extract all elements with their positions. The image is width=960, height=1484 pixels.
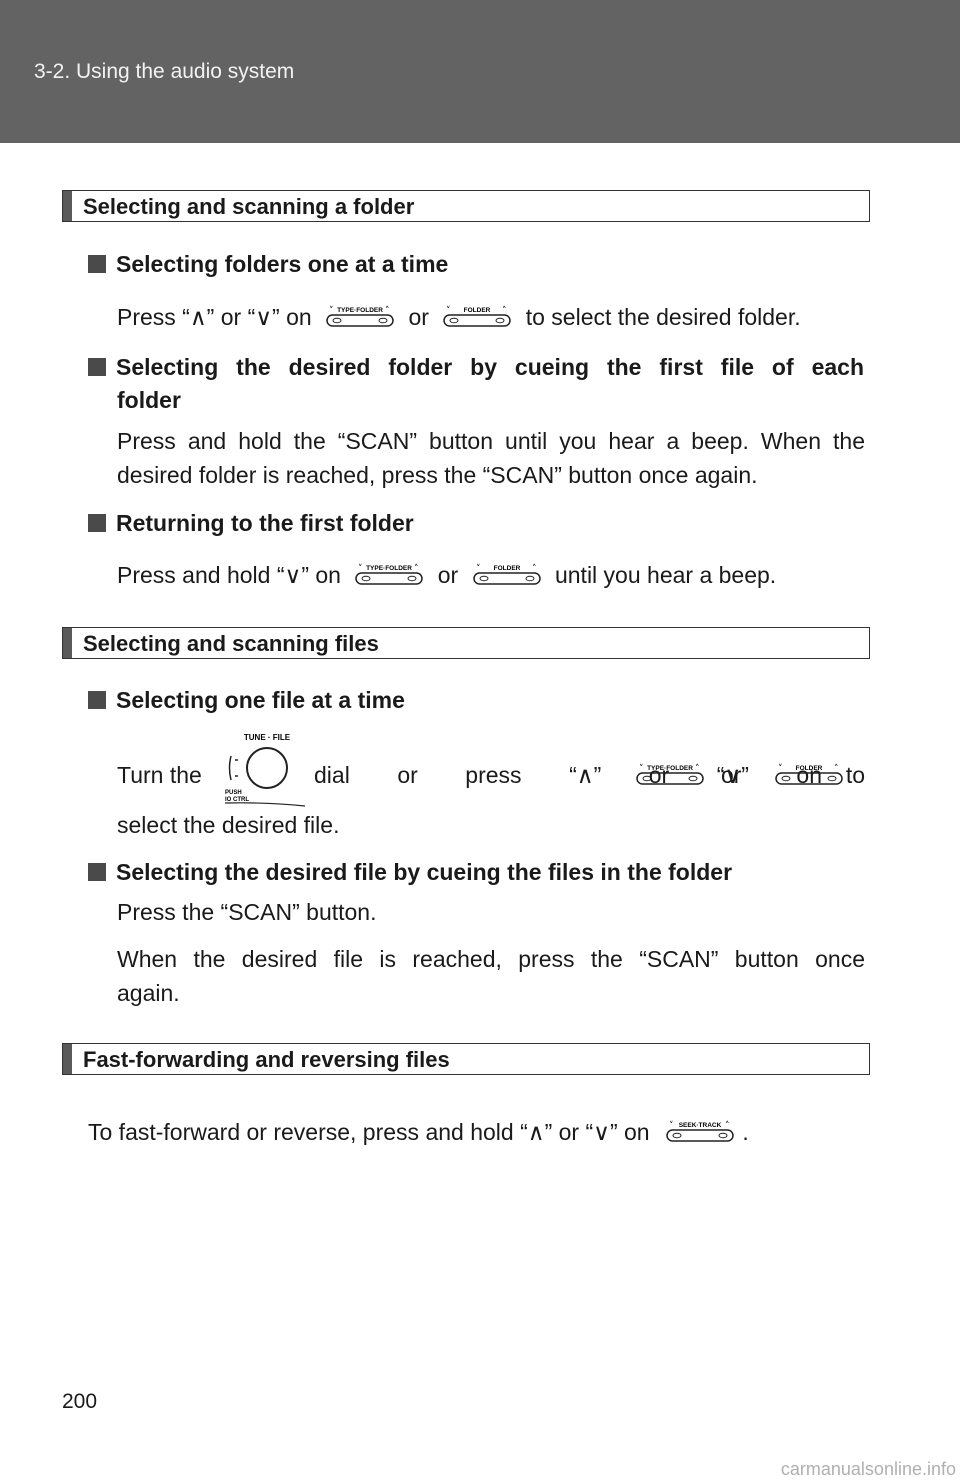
square-bullet-icon bbox=[88, 863, 106, 881]
square-bullet-icon bbox=[88, 358, 106, 376]
svg-text:˄: ˄ bbox=[725, 1121, 730, 1131]
square-bullet-icon bbox=[88, 691, 106, 709]
subheading-cue-first-file: Selecting the desired folder by cueing t… bbox=[88, 351, 864, 384]
folder-button-icon: ˅ ˄ FOLDER bbox=[443, 304, 512, 328]
instruction-fast-forward: To fast-forward or reverse, press and ho… bbox=[88, 1115, 749, 1149]
period-text: . bbox=[742, 1119, 749, 1145]
svg-text:˅: ˅ bbox=[639, 764, 644, 774]
folder-button-icon: ˅ ˄ FOLDER bbox=[775, 762, 843, 786]
svg-text:˄: ˄ bbox=[502, 306, 507, 316]
svg-text:IO CTRL: IO CTRL bbox=[225, 797, 249, 803]
svg-text:˅: ˅ bbox=[778, 764, 783, 774]
subheading-text: Selecting the desired file by cueing the… bbox=[116, 859, 733, 885]
square-bullet-icon bbox=[88, 514, 106, 532]
svg-text:˄: ˄ bbox=[695, 764, 700, 774]
subheading-return-first-folder: Returning to the first folder bbox=[88, 507, 868, 540]
header-band bbox=[0, 0, 960, 143]
section-title: Selecting and scanning files bbox=[83, 631, 379, 656]
paragraph-file-reached-line2: again. bbox=[117, 980, 180, 1006]
header-section-title: 3-2. Using the audio system bbox=[34, 60, 295, 83]
or-text: or bbox=[408, 304, 429, 330]
paragraph-file-reached-line1: When the desired file is reached, press … bbox=[117, 946, 865, 972]
section-heading-folder: Selecting and scanning a folder bbox=[62, 190, 870, 222]
subheading-cue-first-file-cont: folder bbox=[117, 387, 181, 413]
instruction-text: dial or press “∧” or “∨” on bbox=[314, 762, 822, 788]
svg-text:˄: ˄ bbox=[385, 306, 390, 316]
section-heading-fast-forward: Fast-forwarding and reversing files bbox=[62, 1043, 870, 1075]
svg-text:˅: ˅ bbox=[446, 306, 451, 316]
section-title: Fast-forwarding and reversing files bbox=[83, 1047, 450, 1072]
subheading-text: Selecting the desired folder by cueing t… bbox=[116, 354, 864, 380]
svg-text:TYPE·FOLDER: TYPE·FOLDER bbox=[366, 565, 412, 572]
type-folder-button-icon: ˅ ˄TYPE·FOLDER bbox=[355, 562, 424, 586]
page-number: 200 bbox=[62, 1390, 98, 1413]
svg-text:˅: ˅ bbox=[329, 306, 334, 316]
svg-text:PUSH: PUSH bbox=[225, 790, 242, 796]
svg-text:TUNE · FILE: TUNE · FILE bbox=[244, 733, 291, 742]
seek-track-button-icon: ˅ ˄SEEK·TRACK bbox=[666, 1119, 734, 1143]
instruction-return-folder: Press and hold “∨” on ˅˄TYPE·FOLDER or ˅… bbox=[117, 558, 776, 592]
instruction-text: Turn the bbox=[117, 762, 202, 788]
type-folder-button-icon: ˅ ˄TYPE·FOLDER bbox=[326, 304, 394, 328]
svg-text:˅: ˅ bbox=[476, 564, 481, 574]
svg-text:SEEK·TRACK: SEEK·TRACK bbox=[679, 1122, 722, 1129]
instruction-press-scan: Press the “SCAN” button. bbox=[117, 899, 377, 925]
or-text: or bbox=[721, 762, 742, 788]
instruction-text: Press “∧” or “∨” on bbox=[117, 304, 312, 330]
svg-text:FOLDER: FOLDER bbox=[464, 307, 491, 314]
watermark: carmanualsonline.info bbox=[780, 1459, 956, 1479]
subheading-text: Returning to the first folder bbox=[116, 510, 414, 536]
type-folder-button-icon: ˅ ˄TYPE·FOLDER bbox=[636, 762, 704, 786]
svg-text:˅: ˅ bbox=[669, 1121, 674, 1131]
svg-text:TYPE·FOLDER: TYPE·FOLDER bbox=[647, 765, 693, 772]
svg-text:˄: ˄ bbox=[834, 764, 839, 774]
paragraph-scan-line2: desired folder is reached, press the “SC… bbox=[117, 462, 758, 488]
subheading-text: Selecting folders one at a time bbox=[116, 251, 449, 277]
to-text: to bbox=[845, 762, 865, 788]
section-heading-files: Selecting and scanning files bbox=[62, 627, 870, 659]
instruction-text: to select the desired folder. bbox=[525, 304, 801, 330]
subheading-folders-one-at-a-time: Selecting folders one at a time bbox=[88, 248, 868, 281]
section-title: Selecting and scanning a folder bbox=[83, 194, 415, 219]
svg-text:˄: ˄ bbox=[532, 564, 537, 574]
instruction-select-folder: Press “∧” or “∨” on ˅˄TYPE·FOLDER or ˅˄F… bbox=[117, 300, 801, 334]
folder-button-icon: ˅ ˄ FOLDER bbox=[472, 562, 541, 586]
or-text: or bbox=[437, 562, 459, 588]
subheading-one-file-at-a-time: Selecting one file at a time bbox=[88, 684, 868, 717]
svg-text:FOLDER: FOLDER bbox=[493, 565, 520, 572]
instruction-turn-dial: Turn the TUNE · FILE PUSH IO CTRL dial o… bbox=[117, 733, 865, 807]
instruction-text: until you hear a beep. bbox=[554, 562, 777, 588]
instruction-text: Press and hold “∨” on bbox=[117, 562, 341, 588]
tune-file-dial-icon: TUNE · FILE PUSH IO CTRL bbox=[223, 730, 313, 817]
instruction-text: To fast-forward or reverse, press and ho… bbox=[88, 1119, 650, 1145]
svg-text:TYPE·FOLDER: TYPE·FOLDER bbox=[337, 307, 383, 314]
instruction-select-file: select the desired file. bbox=[117, 812, 340, 838]
paragraph-scan-line1: Press and hold the “SCAN” button until y… bbox=[117, 428, 865, 454]
subheading-cue-files: Selecting the desired file by cueing the… bbox=[88, 856, 868, 889]
subheading-text: Selecting one file at a time bbox=[116, 687, 405, 713]
square-bullet-icon bbox=[88, 255, 106, 273]
instruction-dial-or-press: dial or press “∧” or “∨” on bbox=[314, 758, 822, 792]
svg-text:FOLDER: FOLDER bbox=[796, 765, 823, 772]
svg-text:˄: ˄ bbox=[414, 564, 419, 574]
svg-text:˅: ˅ bbox=[358, 564, 363, 574]
